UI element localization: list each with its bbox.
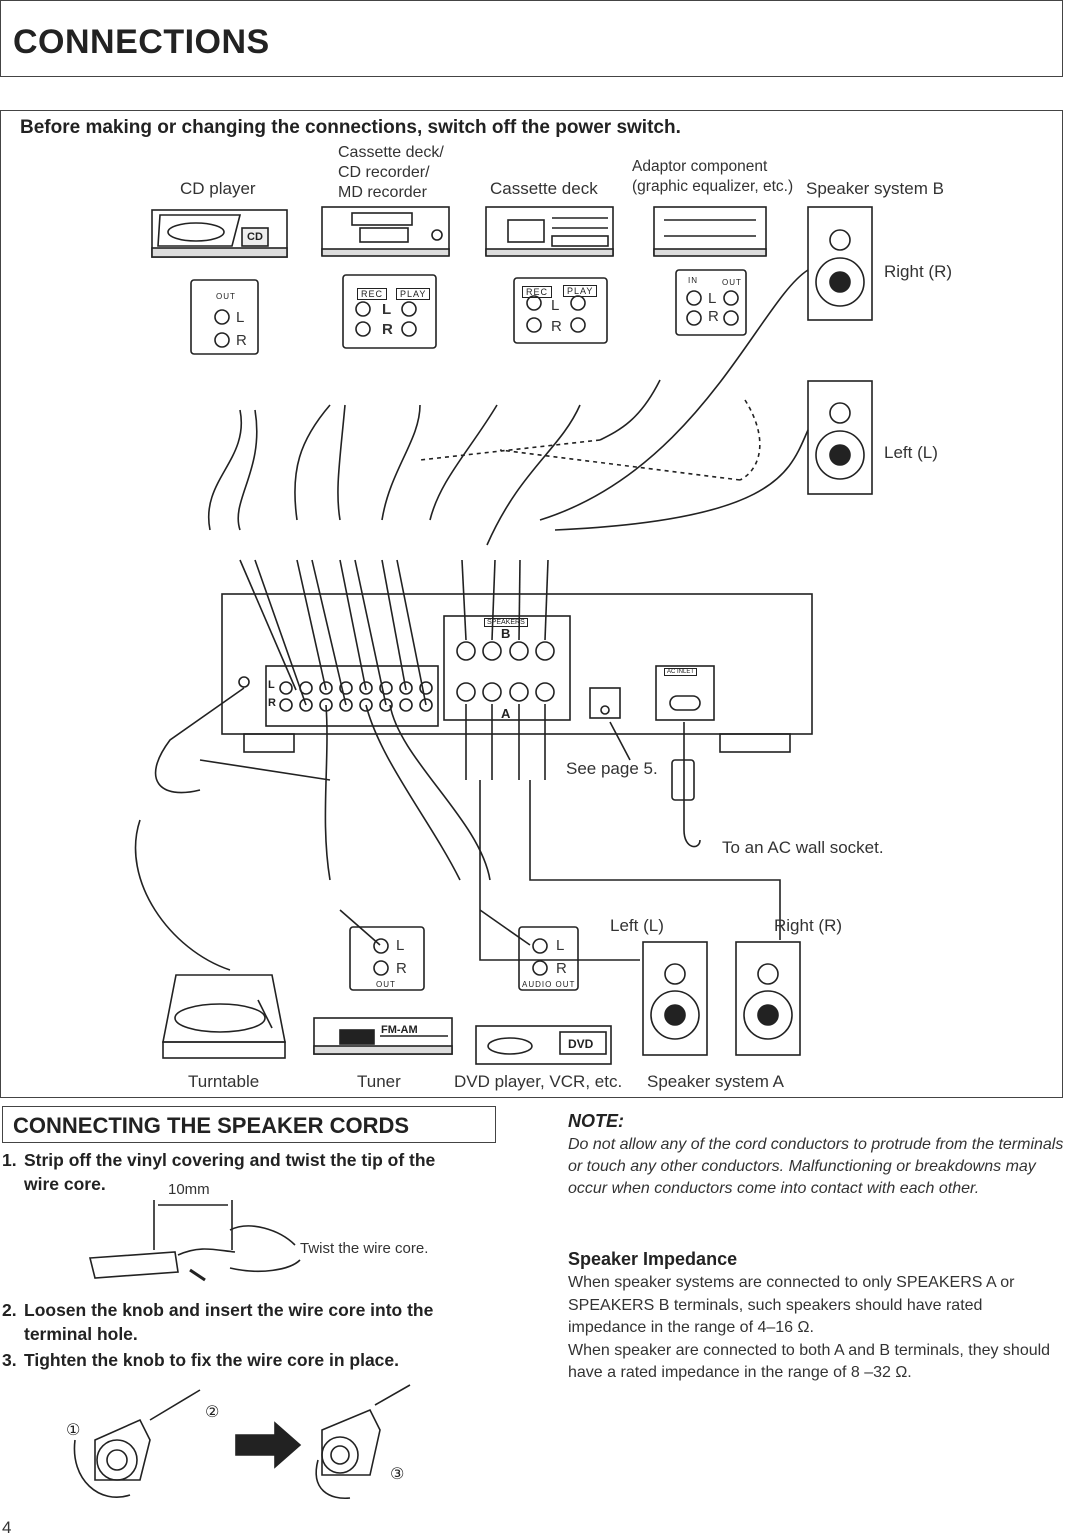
label-tuner: Tuner (357, 1072, 401, 1091)
jack-label-tuner-r: R (396, 960, 407, 977)
jack-label-adaptor-l: L (708, 290, 717, 307)
jack-label-dvd-l: L (556, 937, 565, 954)
jack-label-md-l: L (382, 301, 392, 318)
diagram-frame (0, 110, 1063, 1098)
jack-label-dvd-r: R (556, 960, 567, 977)
tuner-fm-am-badge: FM-AM (381, 1024, 418, 1036)
page-title: CONNECTIONS (13, 23, 270, 61)
step-2-number: 2. (2, 1300, 17, 1320)
adaptor-jack-panel (675, 269, 747, 336)
label-adaptor-component: Adaptor component (graphic equalizer, et… (632, 158, 794, 195)
jack-label-tuner-l: L (396, 937, 405, 954)
marker-3: ③ (390, 1466, 405, 1483)
step-3-text: Tighten the knob to fix the wire core in… (24, 1350, 400, 1370)
strip-length-label: 10mm (168, 1181, 210, 1198)
marker-1: ① (66, 1422, 81, 1439)
dvd-badge: DVD (568, 1037, 594, 1051)
impedance-body: When speaker systems are connected to on… (568, 1274, 1051, 1381)
label-dvd-player: DVD player, VCR, etc. (454, 1072, 623, 1091)
note-body: Do not allow any of the cord conductors … (568, 1136, 1064, 1197)
amplifier-icon (221, 593, 813, 753)
twist-label: Twist the wire core. (300, 1240, 429, 1257)
dvd-jack-panel (518, 926, 579, 991)
speaker-a-right-icon (735, 941, 801, 1056)
label-ac-wall-socket: To an AC wall socket. (722, 838, 884, 857)
jack-label-cd-out: OUT (216, 292, 236, 301)
step-2: 2. Loosen the knob and insert the wire c… (2, 1298, 502, 1348)
power-warning: Before making or changing the connection… (20, 117, 681, 138)
section-title: CONNECTING THE SPEAKER CORDS (13, 1113, 410, 1138)
jack-label-cd-l: L (236, 309, 245, 326)
step-3: 3. Tighten the knob to fix the wire core… (2, 1348, 502, 1374)
marker-2: ② (205, 1404, 220, 1421)
tuner-jack-panel (349, 926, 425, 991)
amp-jack-l: L (268, 679, 275, 691)
md-recorder-icon (321, 206, 450, 257)
amp-speakers-a: A (501, 706, 511, 721)
note-heading: NOTE: (568, 1111, 624, 1131)
label-left-l-b: Left (L) (884, 443, 938, 462)
jack-label-adaptor-in: IN (688, 276, 698, 285)
speaker-a-left-icon (642, 941, 708, 1056)
speaker-b-left-icon (807, 380, 873, 495)
md-jack-panel (342, 274, 437, 349)
label-turntable: Turntable (188, 1072, 260, 1091)
turntable-icon (162, 974, 286, 1059)
jack-label-dvd-audio-out: AUDIO OUT (522, 980, 576, 989)
cd-badge: CD (247, 231, 263, 243)
label-left-l-a: Left (L) (610, 916, 664, 935)
jack-label-md-r: R (382, 321, 393, 338)
step-1: 1. Strip off the vinyl covering and twis… (2, 1148, 502, 1198)
jack-label-deck-l: L (551, 297, 560, 314)
title-box: CONNECTIONS (0, 0, 1063, 77)
jack-label-md-rec: REC (357, 288, 388, 300)
step-1-text: Strip off the vinyl covering and twist t… (24, 1150, 436, 1194)
amp-speakers-b: B (501, 626, 511, 641)
label-right-r-a: Right (R) (774, 916, 843, 935)
jack-label-deck-rec: REC (522, 286, 553, 298)
page-number: 4 (2, 1518, 12, 1537)
step-3-number: 3. (2, 1350, 17, 1370)
terminal-knob-illustration (73, 1384, 411, 1500)
label-speaker-system-b: Speaker system B (806, 179, 944, 198)
jack-label-md-play: PLAY (396, 288, 431, 300)
graphic-equalizer-icon (653, 206, 767, 257)
speaker-b-right-icon (807, 206, 873, 321)
step-2-text: Loosen the knob and insert the wire core… (24, 1300, 434, 1344)
cd-out-panel (190, 279, 259, 355)
jack-label-tuner-out: OUT (376, 980, 396, 989)
amp-jack-r: R (268, 697, 276, 709)
label-see-page: See page 5. (566, 759, 658, 778)
label-cd-player: CD player (180, 179, 256, 198)
dvd-player-icon (475, 1025, 612, 1065)
deck-jack-panel (513, 277, 608, 344)
amp-speakers-label: SPEAKERS (484, 618, 528, 627)
impedance-heading: Speaker Impedance (568, 1249, 738, 1269)
tuner-icon (313, 1017, 453, 1055)
jack-label-cd-r: R (236, 332, 247, 349)
wire-strip-illustration (88, 1200, 301, 1282)
jack-label-deck-r: R (551, 318, 562, 335)
cd-player-icon (151, 209, 288, 258)
step-1-number: 1. (2, 1150, 17, 1170)
label-speaker-system-a: Speaker system A (647, 1072, 785, 1091)
jack-label-adaptor-r: R (708, 308, 719, 325)
amp-ac-inlet-label: AC INLET (664, 668, 698, 676)
label-cassette-md-recorder: Cassette deck/ CD recorder/ MD recorder (338, 144, 444, 201)
jack-label-deck-play: PLAY (563, 285, 598, 297)
label-right-r-b: Right (R) (884, 262, 953, 281)
jack-label-adaptor-out: OUT (722, 278, 742, 287)
label-cassette-deck: Cassette deck (490, 179, 598, 198)
cassette-deck-icon (485, 206, 614, 257)
section-title-box: CONNECTING THE SPEAKER CORDS (2, 1106, 496, 1143)
